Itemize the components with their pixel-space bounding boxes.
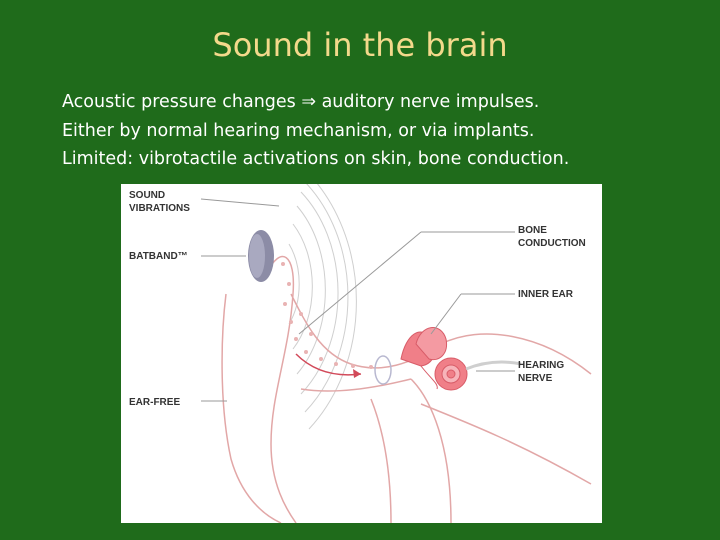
label-vibrations: VIBRATIONS bbox=[129, 203, 190, 214]
label-nerve: NERVE bbox=[518, 373, 553, 384]
label-inner-ear: INNER EAR bbox=[518, 289, 574, 300]
ear-diagram: SOUND VIBRATIONS BATBAND™ EAR-FREE BONE … bbox=[121, 184, 602, 523]
bullet-line-2: Either by normal hearing mechanism, or v… bbox=[62, 120, 535, 141]
canal-dots bbox=[281, 262, 373, 369]
label-hearing: HEARING bbox=[518, 360, 564, 371]
label-sound: SOUND bbox=[129, 190, 165, 201]
bullet-list: Acoustic pressure changes ⇒ auditory ner… bbox=[62, 88, 702, 174]
slide-title: Sound in the brain bbox=[212, 26, 508, 64]
canal-arrow-head bbox=[353, 369, 361, 378]
label-bone: BONE bbox=[518, 225, 547, 236]
hearing-nerve-fiber bbox=[465, 360, 522, 371]
ear-outline bbox=[221, 255, 592, 523]
label-ear-free: EAR-FREE bbox=[129, 397, 180, 408]
inner-ear bbox=[400, 327, 468, 391]
batband-device-face bbox=[249, 234, 265, 278]
label-batband: BATBAND™ bbox=[129, 251, 188, 262]
label-conduction: CONDUCTION bbox=[518, 238, 586, 249]
bullet-line-1: Acoustic pressure changes ⇒ auditory ner… bbox=[62, 92, 540, 112]
eardrum bbox=[374, 355, 392, 385]
sound-waves bbox=[288, 184, 357, 430]
implies-arrow-icon: ⇒ bbox=[301, 92, 317, 112]
bullet-line-3: Limited: vibrotactile activations on ski… bbox=[62, 149, 570, 169]
ear-diagram-svg: SOUND VIBRATIONS BATBAND™ EAR-FREE BONE … bbox=[129, 184, 592, 523]
leader-lines bbox=[200, 198, 515, 402]
